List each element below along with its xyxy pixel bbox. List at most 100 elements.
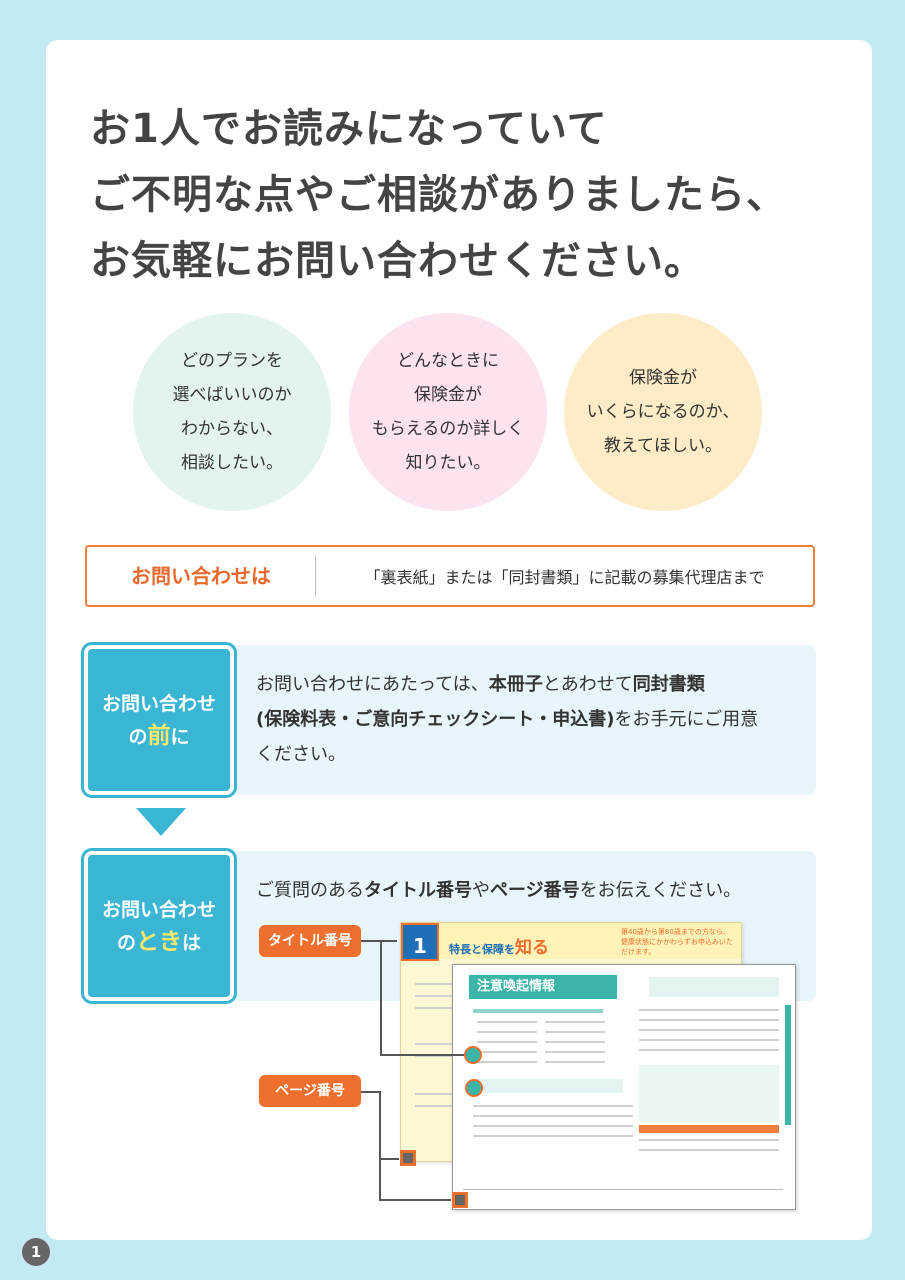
bubble-line: いくらになるのか、 — [586, 402, 740, 422]
text-line — [415, 1007, 455, 1009]
footer-rule — [463, 1189, 783, 1190]
step-box-highlight: 前 — [147, 722, 171, 749]
text-line — [639, 1009, 779, 1011]
leader-line — [361, 1091, 381, 1093]
bubble-line: 選べばいいのか — [172, 385, 292, 405]
contact-text: 「裏表紙」または「同封書類」に記載の募集代理店まで — [364, 568, 765, 587]
notice-title: 注意喚起情報 — [469, 975, 617, 999]
page-number-marker-back — [400, 1150, 416, 1166]
headline-line-3: お気軽にお問い合わせください。 — [90, 238, 705, 284]
step-box-text: の — [116, 931, 136, 954]
step-before-text: お問い合わせにあたっては、本冊子とあわせて同封書類 (保険料表・ご意向チェックシ… — [256, 667, 796, 772]
step-box-text: お問い合わせ — [101, 692, 216, 715]
text-line — [477, 1041, 537, 1043]
feature-title-big: 知る — [515, 938, 549, 958]
text-line — [639, 1029, 779, 1031]
step-number-badge: 1 — [401, 923, 439, 961]
leader-line — [379, 1158, 399, 1160]
text-line — [473, 1125, 633, 1127]
text-bold: タイトル番号 — [364, 880, 472, 901]
text-line — [477, 1031, 537, 1033]
text-line — [545, 1031, 605, 1033]
concern-bubble-plan: どのプランを 選べばいいのか わからない、 相談したい。 — [133, 313, 331, 511]
text-line — [477, 1021, 537, 1023]
text-line — [639, 1039, 779, 1041]
feature-title-text: 特長と保障を — [449, 943, 515, 956]
text-line — [473, 1105, 633, 1107]
bubble-line: どのプランを — [181, 351, 283, 371]
contact-info-box: お問い合わせは 「裏表紙」または「同封書類」に記載の募集代理店まで — [85, 545, 815, 607]
text-line — [477, 1051, 537, 1053]
text-span: をお伝えください。 — [579, 880, 742, 901]
leader-line — [380, 1054, 464, 1056]
text-line — [473, 1115, 633, 1117]
page-number-marker-front — [452, 1192, 468, 1208]
step-box-text: お問い合わせ — [101, 898, 216, 921]
text-bold: 同封書類 — [632, 674, 705, 695]
section-bar — [473, 1079, 623, 1093]
text-line — [415, 995, 455, 997]
bubble-line: わからない、 — [181, 419, 283, 439]
down-arrow-icon — [136, 808, 186, 836]
step-box-highlight: とき — [135, 928, 182, 955]
text-line — [639, 1149, 779, 1151]
text-line — [473, 1135, 633, 1137]
text-line — [415, 1043, 455, 1045]
text-span: や — [472, 880, 490, 901]
step-label-during: お問い合わせ のときは — [81, 848, 237, 1004]
text-line — [545, 1041, 605, 1043]
page-headline: お1人でお読みになっていて ご不明な点やご相談がありましたら、 お気軽にお問い合… — [90, 96, 850, 294]
bubble-line: 保険金が — [414, 385, 482, 405]
section-bar — [649, 977, 779, 997]
warning-bar — [639, 1125, 779, 1133]
info-box — [639, 1065, 779, 1121]
page-number: 1 — [22, 1238, 50, 1266]
text-span: とあわせて — [542, 674, 633, 695]
bubble-line: どんなときに — [397, 351, 499, 371]
step-box-text: の — [128, 725, 148, 748]
text-line — [639, 1019, 779, 1021]
step-box-text: に — [170, 725, 190, 748]
leader-line — [380, 940, 382, 1056]
step-before-inquiry: お問い合わせ の前に お問い合わせにあたっては、本冊子とあわせて同封書類 (保険… — [81, 642, 816, 798]
bubble-line: 相談したい。 — [181, 453, 283, 473]
feature-hint: 第40歳から第80歳までの方なら、健康状態にかかわらずお申込みいただけます。 — [621, 928, 733, 956]
text-line — [477, 1061, 537, 1063]
step-label-before: お問い合わせ の前に — [81, 642, 237, 798]
page-number-tag: ページ番号 — [259, 1075, 361, 1107]
bubble-line: もらえるのか詳しく — [371, 419, 525, 439]
feature-title: 特長と保障を知る — [449, 933, 549, 958]
title-number-tag: タイトル番号 — [259, 925, 361, 957]
pamphlet-page-front-illustration: 注意喚起情報 — [452, 964, 796, 1210]
text-line — [545, 1021, 605, 1023]
text-line — [639, 1049, 779, 1051]
leader-line — [379, 1091, 381, 1201]
text-span: ご質問のある — [256, 880, 364, 901]
bubble-line: 知りたい。 — [405, 453, 491, 473]
text-span: をお手元にご用意 — [614, 709, 759, 730]
headline-line-1: お1人でお読みになっていて — [90, 106, 608, 152]
bubble-line: 保険金が — [628, 368, 697, 388]
text-bold: ページ番号 — [490, 880, 580, 901]
title-number-marker-front — [464, 1046, 482, 1064]
headline-line-2: ご不明な点やご相談がありましたら、 — [90, 172, 787, 218]
text-span: ください。 — [256, 744, 346, 765]
concern-bubble-amount: 保険金が いくらになるのか、 教えてほしい。 — [564, 313, 762, 511]
text-line — [415, 1055, 455, 1057]
page-header-band — [401, 923, 741, 959]
step-box-text: は — [181, 931, 201, 954]
leader-line — [379, 1199, 451, 1201]
bubble-line: 教えてほしい。 — [603, 436, 723, 456]
text-line — [545, 1051, 605, 1053]
leader-line — [361, 940, 397, 942]
text-bold: 本冊子 — [488, 674, 543, 695]
text-span: お問い合わせにあたっては、 — [256, 674, 489, 695]
text-line — [473, 1009, 603, 1013]
text-line — [415, 983, 455, 985]
text-line — [415, 1093, 455, 1095]
title-number-marker — [465, 1079, 483, 1097]
text-line — [639, 1139, 779, 1141]
text-line — [415, 1105, 455, 1107]
concern-bubble-claims: どんなときに 保険金が もらえるのか詳しく 知りたい。 — [349, 313, 547, 511]
contact-label: お問い合わせは — [87, 556, 316, 596]
